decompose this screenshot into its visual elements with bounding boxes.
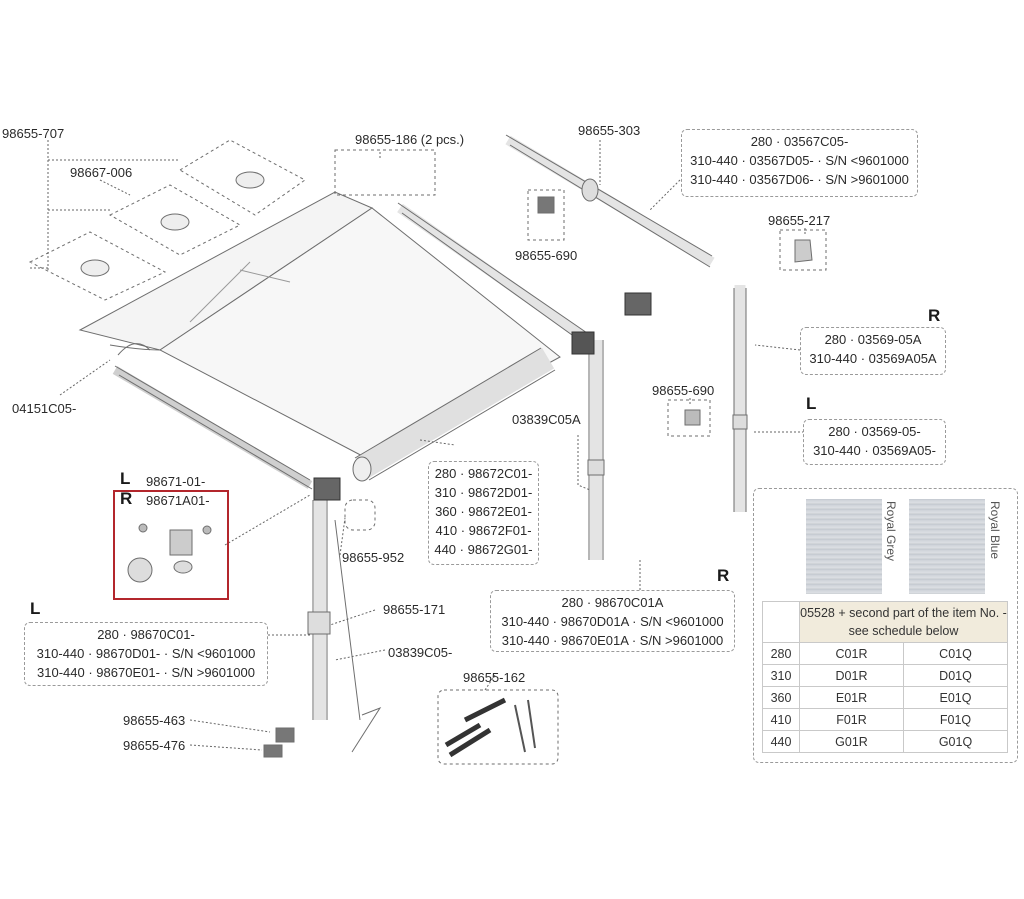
- part-label-98655-162: 98655-162: [463, 670, 526, 685]
- swatch-label-grey: Royal Grey: [884, 501, 898, 562]
- part-label-04151C05: 04151C05-: [12, 401, 77, 416]
- left-rail: [112, 365, 313, 490]
- side-marker-r-kit: R: [120, 489, 133, 508]
- table-cell: F01R: [799, 708, 904, 731]
- canopy: [78, 191, 561, 461]
- table-cell: F01Q: [903, 708, 1008, 731]
- table-cell: C01Q: [903, 642, 1008, 665]
- right-arm: [732, 285, 748, 512]
- table-cell: 280: [762, 642, 800, 665]
- part-label-98655-707: 98655-707: [2, 126, 65, 141]
- part-label-98655-217: 98655-217: [768, 213, 831, 228]
- table-cell: E01R: [799, 686, 904, 709]
- back-rail: [397, 202, 591, 346]
- kit-code-right: 98671A01-: [146, 493, 210, 508]
- side-marker-r-top: R: [928, 306, 941, 325]
- part-label-98655-476: 98655-476: [123, 738, 186, 753]
- part-label-98655-171: 98655-171: [383, 602, 446, 617]
- roller-tube-box: 280 · 98672C01-310 · 98672D01-360 · 9867…: [428, 461, 539, 565]
- kit-parts: [127, 523, 212, 583]
- leader-lines: [30, 140, 808, 751]
- front-bar: [505, 134, 715, 268]
- table-cell: D01R: [799, 664, 904, 687]
- kit-code-left: 98671-01-: [146, 474, 206, 489]
- table-cell: G01Q: [903, 730, 1008, 753]
- right-leg: [587, 340, 605, 560]
- table-cell: G01R: [799, 730, 904, 753]
- part-label-03839C05: 03839C05-: [388, 645, 453, 660]
- table-cell: 310: [762, 664, 800, 687]
- part-label-98655-690-top: 98655-690: [515, 248, 578, 263]
- fabric-schedule-card: Royal Grey Royal Blue 05528 + second par…: [753, 488, 1018, 763]
- part-label-98655-463: 98655-463: [123, 713, 186, 728]
- swatch-royal-grey: [806, 499, 882, 594]
- brackets-top-left: [28, 139, 306, 301]
- left-leg-box: 280 · 98670C01-310-440 · 98670D01- · S/N…: [24, 622, 268, 686]
- table-cell: 360: [762, 686, 800, 709]
- side-marker-r-leg: R: [717, 566, 730, 585]
- table-cell: E01Q: [903, 686, 1008, 709]
- left-leg: [307, 500, 382, 753]
- part-label-03839C05A: 03839C05A: [512, 412, 581, 427]
- tie-down-kit: [437, 689, 559, 765]
- side-marker-l-kit: L: [120, 469, 131, 488]
- front-bar-box: 280 · 03567C05-310-440 · 03567D05- · S/N…: [681, 129, 918, 197]
- pins-group: [334, 149, 436, 196]
- side-marker-l-mid: L: [806, 394, 817, 413]
- table-cell: 410: [762, 708, 800, 731]
- highlighted-kit-frame: [113, 490, 229, 600]
- part-label-98655-690-mid: 98655-690: [652, 383, 715, 398]
- fabric-schedule-header: 05528 + second part of the item No. - se…: [799, 601, 1008, 643]
- table-cell: 440: [762, 730, 800, 753]
- table-cell: C01R: [799, 642, 904, 665]
- swatch-label-blue: Royal Blue: [988, 501, 1002, 560]
- table-cell: D01Q: [903, 664, 1008, 687]
- swatch-royal-blue: [909, 499, 985, 594]
- part-label-98655-186: 98655-186 (2 pcs.): [355, 132, 465, 147]
- part-label-98655-952: 98655-952: [342, 550, 405, 565]
- left-arm-box: 280 · 03569-05-310-440 · 03569A05-: [803, 419, 946, 465]
- fabric-schedule-table: 05528 + second part of the item No. - se…: [762, 601, 1008, 753]
- roller-tube: [352, 347, 556, 482]
- part-label-98655-303: 98655-303: [578, 123, 641, 138]
- part-label-98667-006: 98667-006: [70, 165, 133, 180]
- side-marker-l-leg: L: [30, 599, 41, 618]
